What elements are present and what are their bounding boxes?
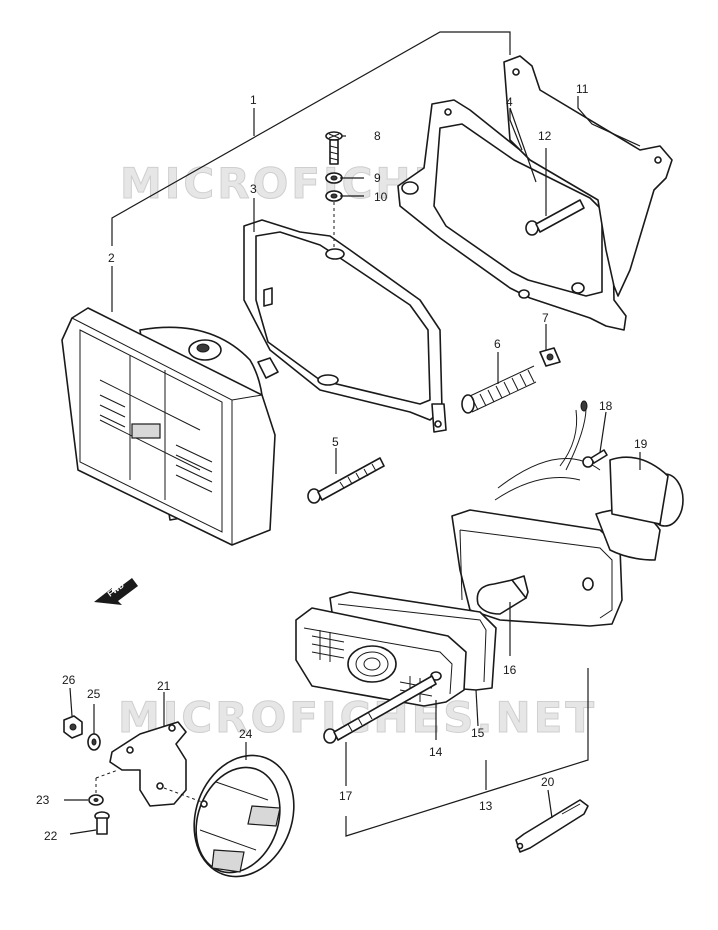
callout-3[interactable]: 3 — [250, 182, 257, 196]
screw-18[interactable] — [582, 449, 608, 468]
reflector-bracket[interactable] — [109, 721, 187, 807]
callout-14[interactable]: 14 — [429, 745, 443, 759]
callout-17[interactable]: 17 — [339, 789, 353, 803]
screw-17[interactable] — [323, 675, 437, 744]
assembly-13-bracket — [345, 668, 589, 837]
washer-23[interactable] — [88, 794, 104, 806]
forward-direction-arrow: FWD — [94, 578, 138, 605]
washer-25[interactable] — [87, 733, 101, 751]
callout-10[interactable]: 10 — [374, 190, 388, 204]
headlight-frame[interactable] — [243, 219, 447, 433]
bolt-22[interactable] — [94, 811, 110, 835]
callout-22[interactable]: 22 — [44, 829, 58, 843]
washer-10[interactable] — [325, 190, 343, 202]
bolt-5[interactable] — [307, 457, 385, 504]
reflector-24[interactable] — [178, 741, 311, 890]
callout-2[interactable]: 2 — [108, 251, 115, 265]
turn-signal-housing[interactable] — [451, 400, 684, 627]
callout-24[interactable]: 24 — [239, 727, 253, 741]
callout-16[interactable]: 16 — [503, 663, 517, 677]
callout-25[interactable]: 25 — [87, 687, 101, 701]
back-plate[interactable] — [503, 55, 673, 297]
callout-6[interactable]: 6 — [494, 337, 501, 351]
headlight-unit[interactable] — [61, 307, 279, 546]
bracket-20[interactable] — [515, 799, 589, 853]
assembly-1-bracket — [111, 31, 511, 246]
callout-13[interactable]: 13 — [479, 799, 493, 813]
callout-12[interactable]: 12 — [538, 129, 552, 143]
callout-5[interactable]: 5 — [332, 435, 339, 449]
callout-8[interactable]: 8 — [374, 129, 381, 143]
callout-18[interactable]: 18 — [599, 399, 613, 413]
spring-6[interactable] — [461, 365, 537, 414]
callout-19[interactable]: 19 — [634, 437, 648, 451]
watermark-bottom: MICROFICHES.NET — [118, 693, 597, 742]
part-number-callouts: 1 2 3 4 5 6 7 8 9 10 11 12 13 14 15 16 1… — [36, 82, 648, 843]
callout-20[interactable]: 20 — [541, 775, 555, 789]
nut-clip-7[interactable] — [539, 347, 561, 367]
mounting-bracket[interactable] — [397, 99, 627, 331]
screw-8[interactable] — [325, 131, 343, 165]
callout-1[interactable]: 1 — [250, 93, 257, 107]
callout-11[interactable]: 11 — [576, 82, 589, 96]
nut-26[interactable] — [63, 715, 83, 739]
callout-23[interactable]: 23 — [36, 793, 50, 807]
callout-15[interactable]: 15 — [471, 726, 485, 740]
callout-26[interactable]: 26 — [62, 673, 76, 687]
callout-4[interactable]: 4 — [506, 95, 513, 109]
callout-7[interactable]: 7 — [542, 311, 549, 325]
bulb-16[interactable] — [476, 575, 529, 615]
leader-lines — [64, 135, 641, 835]
screw-12[interactable] — [525, 199, 585, 236]
callout-21[interactable]: 21 — [157, 679, 171, 693]
washer-9[interactable] — [325, 172, 343, 184]
callout-9[interactable]: 9 — [374, 171, 381, 185]
